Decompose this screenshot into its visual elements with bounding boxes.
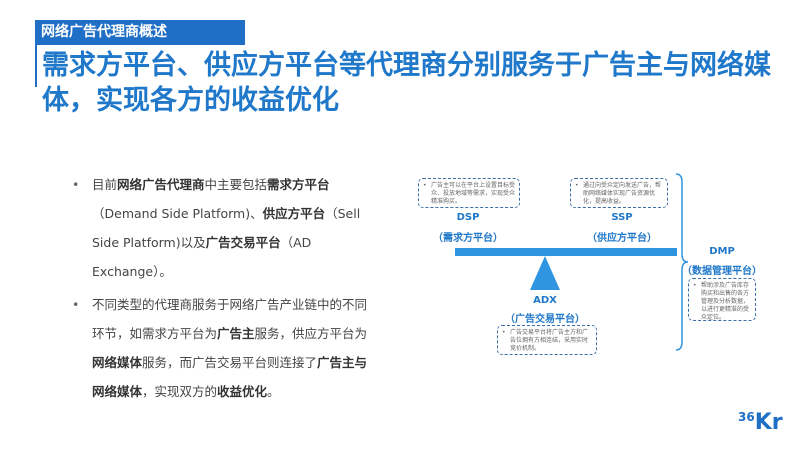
bold-text: 广告交易平台 <box>205 235 281 250</box>
text-segment: ，实现双方的 <box>142 384 218 399</box>
bullet-item: 不同类型的代理商服务于网络广告产业链中的不同环节，如需求方平台为广告主服务，供应… <box>72 290 372 406</box>
text-segment: 。 <box>267 384 280 399</box>
dmp-label: DMP <box>709 246 735 257</box>
divider <box>35 45 37 87</box>
balance-fulcrum <box>530 256 560 290</box>
text-segment: 中主要包括 <box>204 177 268 192</box>
ssp-description: 通过向受众定向发送广告，帮助网络媒体实现广告资源优化，提高收益。 <box>570 178 668 208</box>
bold-text: 供应方平台 <box>262 206 326 221</box>
bullet-list: 目前网络广告代理商中主要包括需求方平台 （Demand Side Platform… <box>72 170 372 410</box>
brace-icon <box>675 173 689 351</box>
text-segment: （AD Exchange）。 <box>92 235 312 279</box>
dsp-description: 广告主可以在平台上设置目标受众、投放地域等需求，实现受众精准购买。 <box>418 178 520 208</box>
text-segment: 服务，而广告交易平台则连接了 <box>142 355 318 370</box>
text-segment: （Demand Side Platform)、 <box>92 206 263 221</box>
dsp-label: DSP <box>456 212 480 223</box>
bold-text: 收益优化 <box>217 384 268 399</box>
bold-text: 需求方平台 <box>267 177 330 192</box>
logo-36kr: 36Kr <box>738 410 783 435</box>
bold-text: 广告主 <box>217 326 255 341</box>
ssp-label: SSP <box>611 212 633 223</box>
bold-text: 网络广告代理商 <box>117 177 205 192</box>
text-segment: （Sell Side Platform)以及 <box>92 206 361 250</box>
text-segment: 不同类型的代理商服务于网络广告产业链中的不同环节，如需求方平台为 <box>92 297 368 341</box>
dmp-description: 帮助涉及广告库存购买和出售的各方管理及分析数据，以进行更精准的受众定位。 <box>688 278 756 321</box>
bold-text: 网络媒体 <box>92 355 143 370</box>
text-segment: 服务，供应方平台为 <box>254 326 368 341</box>
bullet-item: 目前网络广告代理商中主要包括需求方平台 （Demand Side Platform… <box>72 170 372 286</box>
adx-label: ADX <box>533 295 557 306</box>
dsp-cn-label: （需求方平台） <box>433 233 503 244</box>
dmp-cn-label: （数据管理平台） <box>682 266 762 277</box>
bold-text: 广告主与网络媒体 <box>92 355 368 399</box>
ssp-cn-label: （供应方平台） <box>587 233 657 244</box>
adx-cn-label: （广告交易平台） <box>505 314 585 325</box>
text-segment: 目前 <box>92 177 118 192</box>
adx-description: 广告交易平台将广告主方和广告位拥有方相连结，采用实时竞价机制。 <box>497 325 597 355</box>
balance-beam <box>455 248 677 256</box>
page-title: 需求方平台、供应方平台等代理商分别服务于广告主与网络媒体，实现各方的收益优化 <box>42 50 771 116</box>
section-tag: 网络广告代理商概述 <box>35 20 245 45</box>
